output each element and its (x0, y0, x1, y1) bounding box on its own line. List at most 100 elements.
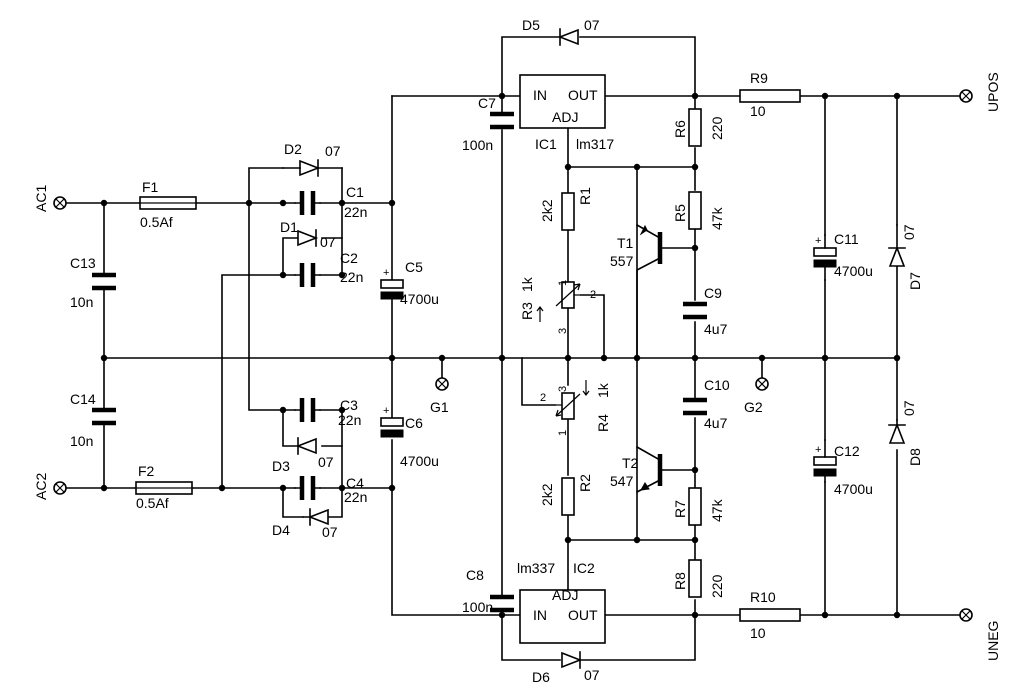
resistor-r2-ref: R2 (577, 474, 593, 492)
capacitor-c6-plus: + (383, 405, 389, 417)
potentiometer-r4-pin3: 3 (557, 386, 569, 392)
resistor-r9-ref: R9 (750, 70, 768, 86)
diode-d3: D3 07 (272, 437, 334, 474)
resistor-r7-value: 47k (709, 498, 725, 522)
capacitor-c5: + C5 4700u (380, 259, 439, 307)
diode-d3-ref: D3 (272, 458, 290, 474)
resistor-r8-ref: R8 (672, 572, 688, 590)
capacitor-c4-ref: C4 (346, 475, 364, 491)
terminal-g1-label: G1 (430, 399, 449, 415)
fuse-f2-ref: F2 (138, 463, 155, 479)
fuse-f2: F2 0.5Af (135, 463, 193, 511)
capacitor-c4: C4 22n (294, 475, 367, 505)
potentiometer-r4-pin1: 1 (557, 430, 569, 436)
diode-d3-value: 07 (318, 454, 334, 470)
ic-ic2-pin-in: IN (533, 607, 547, 623)
ic-ic1-ref: IC1 (535, 136, 557, 152)
resistor-r2: 2k2 R2 (539, 474, 593, 516)
capacitor-c3: C3 22n (294, 397, 361, 428)
resistor-r10-ref: R10 (750, 589, 776, 605)
resistor-r7-ref: R7 (672, 500, 688, 518)
resistor-r1-ref: R1 (577, 187, 593, 205)
diode-d4-ref: D4 (272, 522, 290, 538)
diode-d2: D2 07 (282, 141, 343, 177)
terminal-g2: G2 (744, 377, 769, 415)
resistor-r1: 2k2 R1 (539, 187, 593, 231)
ic-ic1-pin-in: IN (533, 87, 547, 103)
diode-d2-value: 07 (325, 143, 341, 159)
capacitor-c9-ref: C9 (704, 285, 722, 301)
fuse-f2-value: 0.5Af (136, 495, 169, 511)
diode-d1-ref: D1 (280, 219, 298, 235)
ic-ic1-pin-out: OUT (568, 87, 598, 103)
diode-d7-ref: D7 (907, 272, 923, 290)
transistor-t1: T1 557 (610, 223, 663, 359)
potentiometer-r4: R4 1k 3 2 1 (540, 380, 611, 436)
diode-d6-value: 07 (584, 667, 600, 683)
transistor-t2-value: 547 (610, 473, 634, 489)
resistor-r9: R9 10 (739, 70, 801, 119)
diode-d1: D1 07 (280, 219, 336, 250)
terminal-upos: UPOS (959, 72, 1001, 112)
diode-d8: 07 D8 (888, 400, 923, 466)
transistor-t2: T2 547 (610, 445, 663, 494)
fuse-f1-ref: F1 (142, 179, 159, 195)
resistor-r9-value: 10 (750, 103, 766, 119)
capacitor-c6: + C6 4700u (380, 405, 439, 469)
capacitor-c12-plus: + (815, 444, 821, 456)
potentiometer-r3-pin3: 3 (557, 328, 569, 334)
diode-d2-ref: D2 (284, 141, 302, 157)
capacitor-c10-value: 4u7 (704, 415, 728, 431)
transistor-t1-ref: T1 (617, 235, 634, 251)
capacitor-c14-ref: C14 (70, 391, 96, 407)
ic-ic1-value: lm317 (576, 136, 614, 152)
ic-ic1-pin-adj: ADJ (552, 109, 578, 125)
junctions (100, 92, 901, 619)
capacitor-c8-ref: C8 (466, 567, 484, 583)
potentiometer-r3-value: 1k (519, 276, 535, 292)
capacitor-c13: C13 10n (70, 255, 116, 310)
resistor-r6-ref: R6 (672, 120, 688, 138)
capacitor-c7: C7 100n (462, 95, 514, 153)
potentiometer-r3-pin2: 2 (590, 289, 596, 301)
capacitor-c8: C8 100n (462, 567, 514, 615)
capacitor-c11: + C11 4700u (813, 231, 873, 281)
capacitor-c3-value: 22n (338, 412, 361, 428)
resistor-r8-value: 220 (709, 574, 725, 598)
wires (65, 36, 961, 661)
capacitor-c6-value: 4700u (400, 453, 439, 469)
terminal-ac1: AC1 (33, 185, 67, 212)
potentiometer-r3-ref: R3 (519, 302, 535, 320)
resistor-r10: R10 10 (739, 589, 801, 641)
capacitor-c4-value: 22n (344, 489, 367, 505)
potentiometer-r3-pin1: 1 (557, 280, 569, 286)
capacitor-c12-value: 4700u (834, 481, 873, 497)
capacitor-c1-ref: C1 (346, 184, 364, 200)
capacitor-c11-plus: + (815, 235, 821, 247)
capacitor-c2-ref: C2 (340, 250, 358, 266)
diode-d1-value: 07 (320, 234, 336, 250)
capacitor-c12: + C12 4700u (813, 439, 873, 497)
diode-d8-value: 07 (901, 400, 917, 416)
capacitor-c1: C1 22n (294, 184, 367, 220)
potentiometer-r4-pin2: 2 (540, 392, 546, 404)
diode-d6: D6 07 (532, 651, 600, 685)
capacitor-c13-ref: C13 (70, 255, 96, 271)
capacitor-c2-value: 22n (340, 269, 363, 285)
ic-ic2-pin-adj: ADJ (552, 587, 578, 603)
capacitor-c6-ref: C6 (405, 415, 423, 431)
terminal-ac2: AC2 (33, 473, 67, 500)
terminal-g1: G1 (430, 377, 449, 415)
terminal-uneg-label: UNEG (985, 621, 1001, 661)
diode-d5-ref: D5 (522, 17, 540, 33)
diode-d5-value: 07 (584, 17, 600, 33)
capacitor-c5-ref: C5 (405, 259, 423, 275)
capacitor-c1-value: 22n (344, 204, 367, 220)
diode-d8-ref: D8 (907, 448, 923, 466)
ic-ic2-pin-out: OUT (568, 607, 598, 623)
resistor-r6: R6 220 (672, 108, 725, 147)
ic-ic1: IN OUT ADJ IC1 lm317 (519, 74, 614, 152)
resistor-r10-value: 10 (750, 625, 766, 641)
diode-d4-value: 07 (322, 524, 338, 540)
